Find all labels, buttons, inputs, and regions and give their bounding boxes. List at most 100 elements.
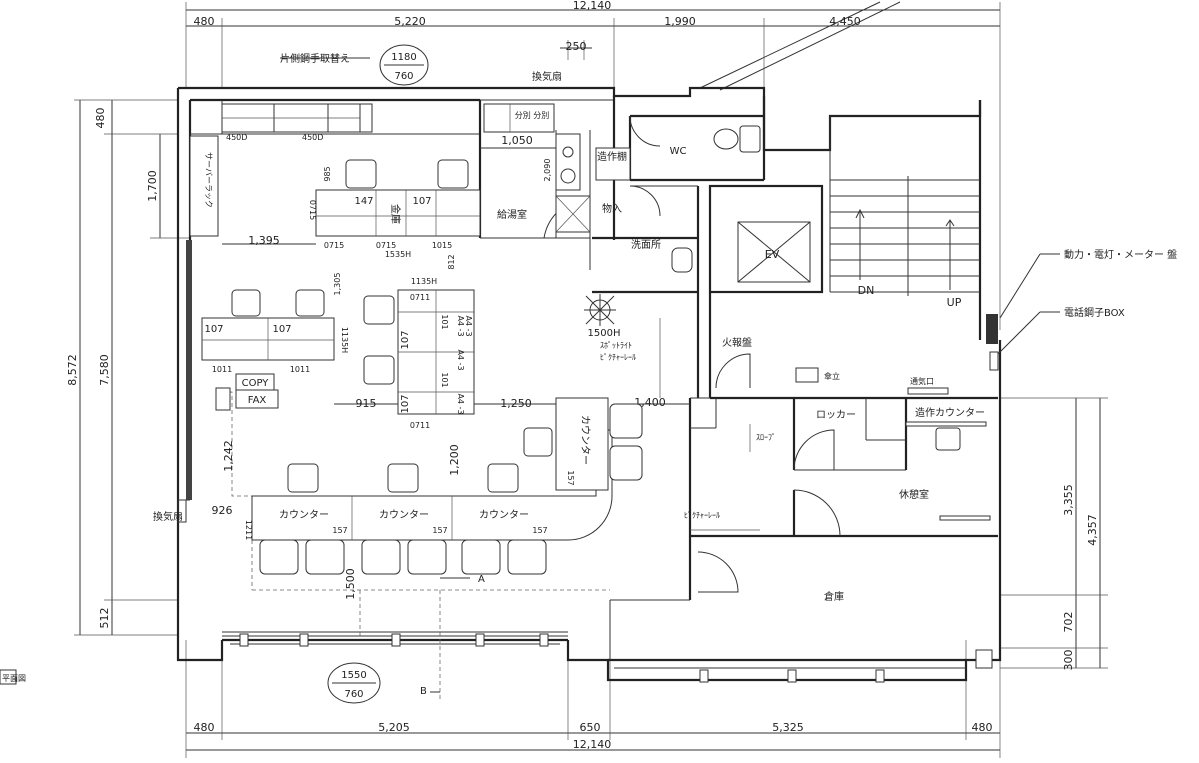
server-rack: [189, 135, 219, 237]
a4-cabinet-4: A4 -3: [464, 315, 473, 336]
ventilation-fan-top: 換気扇: [532, 70, 562, 83]
a4-cabinet-1: A4 -3: [456, 315, 465, 336]
chair-left-1: [231, 289, 261, 317]
ventilation-fan-left: 換気扇: [153, 510, 183, 523]
dim-1200: 1,200: [448, 444, 461, 476]
built-shelf: [595, 147, 631, 181]
dim-1011-a: 1011: [212, 365, 232, 374]
dim-top-250: 250: [566, 40, 587, 53]
elevator-label: EV: [765, 248, 780, 261]
copy-label: COPY: [242, 378, 270, 389]
umbrella-stand-label: 傘立: [824, 371, 840, 381]
desk-107a: 107: [412, 196, 431, 207]
dim-1011-b: 1011: [290, 365, 310, 374]
door-size-top-num: 1180: [391, 52, 416, 63]
dim-1050: 1,050: [501, 134, 533, 147]
dim-bot-650: 650: [580, 721, 601, 734]
dim-101-b: 101: [440, 372, 449, 387]
dim-right-3355: 3,355: [1062, 484, 1075, 516]
dim-0711-b: 0711: [410, 421, 430, 430]
counter-chairs-staff: [287, 403, 643, 493]
sorting-bins-label: 分別 分別: [515, 111, 550, 120]
a4-cabinet-3: A4 -3: [456, 393, 465, 414]
dim-left-8572: 8,572: [66, 354, 79, 386]
dim-1305: 1,305: [333, 273, 342, 296]
plant-icon: [584, 294, 616, 326]
fax-label: FAX: [248, 395, 267, 406]
dim-926: 926: [212, 504, 233, 517]
fire-alarm-label: 火報盤: [722, 336, 752, 349]
safe-label: 金庫: [389, 204, 402, 224]
left-dimension-lines: [74, 99, 190, 636]
cabinet-450d-b: 450D: [302, 133, 323, 142]
door-size-top-den: 760: [394, 71, 413, 82]
counter-v-label: カウンター: [579, 415, 591, 465]
dim-0715-v: 0715: [308, 200, 317, 220]
dim-bot-total: 12,140: [573, 738, 612, 751]
room-rest: 休憩室: [899, 488, 929, 501]
dim-bot-480a: 480: [194, 721, 215, 734]
fax-machine: [235, 389, 279, 409]
cabinet-450d-a: 450D: [226, 133, 247, 142]
section-b-marker: B: [420, 686, 427, 697]
counter-3-label: カウンター: [479, 509, 529, 521]
dim-top-480: 480: [194, 15, 215, 28]
room-locker: ロッカー: [816, 409, 856, 421]
counter-2-label: カウンター: [379, 509, 429, 521]
top-cabinets: 450D 450D: [221, 103, 373, 142]
counter-157-b: 157: [432, 526, 447, 535]
dim-right-4357: 4,357: [1086, 514, 1099, 546]
counter-157-d: 157: [566, 470, 575, 485]
top-dimension-lines: [185, 1, 1001, 330]
desk-107c: 107: [272, 324, 291, 335]
counter-157-c: 157: [532, 526, 547, 535]
umbrella-stand: [795, 367, 819, 383]
dim-left-480: 480: [94, 108, 107, 129]
dim-1242: 1,242: [222, 440, 235, 472]
room-monoire: 物入: [602, 202, 622, 215]
dim-top-1990: 1,990: [664, 15, 696, 28]
chair-left-2: [295, 289, 325, 317]
stair-up-label: UP: [947, 296, 962, 309]
tel-box: [989, 351, 999, 371]
door-size-bottom-den: 760: [344, 689, 363, 700]
chair-center-1: [363, 295, 395, 325]
dim-101-a: 101: [440, 314, 449, 329]
legend-tag: 平面図: [2, 674, 26, 683]
vent-label: 通気口: [910, 376, 934, 386]
stair-down-label: DN: [858, 284, 875, 297]
fax-chair: [215, 387, 231, 411]
dim-left-512: 512: [98, 608, 111, 629]
desk-147: 147: [354, 196, 373, 207]
room-wc: WC: [670, 146, 687, 157]
a4-cabinet-2: A4 -3: [456, 349, 465, 370]
desk-107e: 107: [400, 394, 411, 413]
desk-107d: 107: [400, 330, 411, 349]
dim-0715-b: 0715: [376, 241, 396, 250]
counter-1-label: カウンター: [279, 509, 329, 521]
dim-1015: 1015: [432, 241, 452, 250]
building-walls: [176, 86, 1002, 682]
built-shelf-label: 造作棚: [597, 150, 627, 163]
chair-top-2: [437, 159, 469, 189]
dim-0711-a: 0711: [410, 293, 430, 302]
bottom-dimension-lines: [185, 640, 1001, 758]
desk-107b: 107: [204, 324, 223, 335]
dim-left-1700: 1,700: [146, 170, 159, 202]
dim-1135h: 1135H: [411, 277, 437, 286]
dim-1535h: 1535H: [385, 250, 411, 259]
room-senmen: 洗面所: [631, 239, 661, 251]
dim-0715-a: 0715: [324, 241, 344, 250]
picture-rail-label-1: ﾋﾟｸﾁｬｰﾚｰﾙ: [600, 353, 636, 362]
counter-vertical: [555, 397, 609, 491]
picture-rail-label-2: ﾋﾟｸﾁｬｰﾚｰﾙ: [684, 511, 720, 520]
dim-bot-480b: 480: [972, 721, 993, 734]
room-kyuto: 給湯室: [497, 208, 527, 221]
dim-right-702: 702: [1062, 612, 1075, 633]
desk-group-top: [315, 189, 481, 237]
spotlight-label: ｽﾎﾟｯﾄﾗｲﾄ: [600, 341, 632, 350]
counter-157-a: 157: [332, 526, 347, 535]
sorting-bins: [483, 103, 555, 133]
dim-1500h: 1500H: [588, 328, 621, 339]
dim-1211: 1211: [244, 520, 253, 540]
